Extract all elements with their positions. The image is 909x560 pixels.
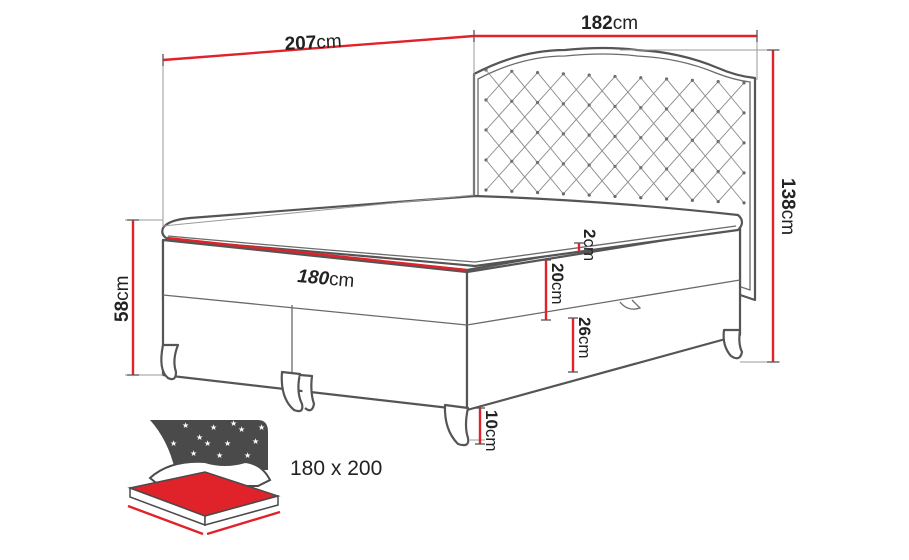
stars: ★★★★★★★★★★★★★ bbox=[170, 419, 265, 460]
tuft-seam bbox=[563, 104, 590, 135]
tuft-seam bbox=[666, 140, 693, 170]
tuft-button bbox=[536, 190, 540, 195]
tuft-seam bbox=[614, 77, 642, 107]
starry-night-icon: ★★★★★★★★★★★★★ bbox=[138, 419, 268, 470]
tuft-seam bbox=[511, 102, 538, 132]
star-icon: ★ bbox=[190, 449, 197, 458]
tuft-button bbox=[690, 198, 695, 202]
tuft-seam bbox=[692, 111, 719, 141]
star-icon: ★ bbox=[258, 423, 265, 432]
box-height-label: 26cm bbox=[575, 317, 594, 359]
tuft-seam bbox=[717, 82, 745, 112]
tuft-seam bbox=[640, 168, 667, 199]
tuft-seam bbox=[588, 136, 616, 166]
tuft-seam bbox=[717, 112, 745, 142]
star-icon: ★ bbox=[238, 425, 245, 434]
legs-height-label: 10cm bbox=[482, 410, 501, 452]
star-icon: ★ bbox=[182, 421, 189, 430]
tuft-button bbox=[742, 171, 746, 175]
tuft-button bbox=[587, 193, 591, 197]
tuft-seam bbox=[614, 107, 642, 137]
tuft-button bbox=[484, 188, 488, 192]
tuft-seam bbox=[614, 167, 642, 197]
star-icon: ★ bbox=[210, 423, 217, 432]
width-label: 182cm bbox=[581, 13, 638, 34]
tuft-seam bbox=[692, 81, 719, 111]
tuft-seam bbox=[537, 103, 564, 133]
tufting-pattern bbox=[484, 68, 746, 205]
tuft-seam bbox=[640, 138, 667, 169]
tuft-button bbox=[561, 192, 566, 196]
tuft-seam bbox=[692, 141, 719, 171]
tuft-seam bbox=[537, 163, 564, 193]
tuft-seam bbox=[563, 74, 590, 105]
tuft-seam bbox=[485, 100, 513, 131]
tuft-seam bbox=[666, 80, 693, 110]
tuft-button bbox=[613, 194, 617, 199]
tuft-button bbox=[742, 201, 746, 205]
length-label: 207cm bbox=[284, 31, 342, 55]
star-icon: ★ bbox=[204, 439, 211, 448]
tuft-seam bbox=[511, 132, 538, 162]
dimension-lines bbox=[127, 30, 779, 445]
tuft-seam bbox=[588, 166, 616, 196]
mattress-size-label: 180 x 200 bbox=[290, 457, 382, 480]
tuft-button bbox=[510, 189, 514, 193]
tuft-button bbox=[716, 200, 720, 204]
star-icon: ★ bbox=[170, 439, 177, 448]
topper-label: 2cm bbox=[580, 229, 599, 261]
tuft-seam bbox=[511, 72, 538, 102]
tuft-seam bbox=[511, 162, 538, 192]
tuft-seam bbox=[640, 108, 667, 139]
tuft-seam bbox=[666, 170, 693, 200]
tuft-button bbox=[742, 81, 746, 85]
tuft-seam bbox=[692, 171, 719, 201]
star-icon: ★ bbox=[252, 437, 259, 446]
mattress-height-label: 20cm bbox=[548, 263, 567, 305]
tuft-seam bbox=[485, 70, 513, 101]
tuft-seam bbox=[537, 133, 564, 163]
star-icon: ★ bbox=[216, 451, 223, 460]
star-icon: ★ bbox=[244, 451, 251, 460]
tuft-seam bbox=[537, 73, 564, 103]
star-icon: ★ bbox=[196, 433, 203, 442]
tuft-seam bbox=[640, 78, 667, 109]
tuft-seam bbox=[588, 106, 616, 136]
tuft-seam bbox=[717, 172, 745, 202]
bed-base bbox=[161, 220, 742, 412]
height-label: 138cm bbox=[777, 178, 798, 235]
mattress bbox=[161, 194, 744, 268]
tuft-seam bbox=[563, 164, 590, 195]
tuft-button bbox=[665, 197, 669, 201]
legs bbox=[160, 328, 744, 447]
mattress-width-label: 180cm bbox=[297, 266, 356, 292]
tuft-button bbox=[639, 196, 643, 200]
star-icon: ★ bbox=[230, 419, 237, 428]
star-icon: ★ bbox=[224, 439, 231, 448]
tuft-seam bbox=[588, 76, 616, 106]
tuft-seam bbox=[614, 137, 642, 167]
mattress-size-icon: ★★★★★★★★★★★★★ bbox=[127, 419, 281, 536]
tuft-seam bbox=[485, 160, 513, 191]
tuft-seam bbox=[563, 134, 590, 165]
tuft-seam bbox=[666, 110, 693, 140]
sleeping-mattress-icon bbox=[127, 460, 281, 536]
tuft-button bbox=[742, 141, 746, 145]
tuft-seam bbox=[717, 142, 745, 172]
bed-height-label: 58cm bbox=[112, 276, 133, 322]
tuft-seam bbox=[485, 130, 513, 161]
tuft-button bbox=[742, 111, 746, 115]
